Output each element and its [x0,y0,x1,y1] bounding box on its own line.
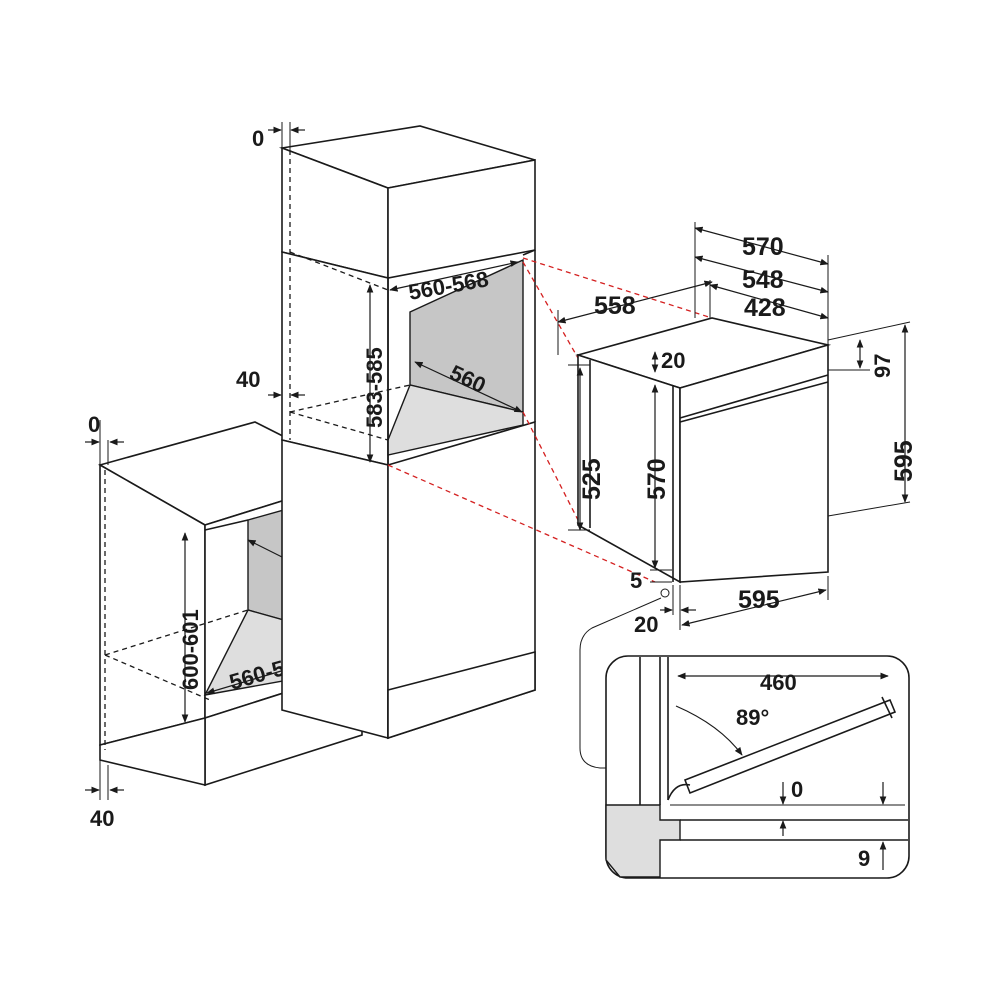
oven-front [679,343,829,583]
tall-top-gap-label: 0 [252,126,264,151]
left-bottom-gap-label: 40 [90,806,114,831]
door-detail-frame [605,655,910,879]
oven-bottom-gap-label: 5 [630,568,642,593]
door-length-label: 460 [760,670,797,695]
tall-cabinet-plinth [387,650,536,740]
oven-total-height-label: 595 [890,440,918,482]
tall-side-gap-label: 40 [236,367,260,392]
oven-depth-548-label: 548 [742,266,784,294]
oven-depth-570-label: 570 [742,233,784,261]
door-step-top-label: 0 [791,777,803,802]
door-angle-label: 89° [736,705,769,730]
tall-cavity-height-label: 583-585 [362,347,387,428]
oven [575,317,832,584]
door-step-bottom-label: 9 [858,846,870,871]
door-panel [683,698,897,795]
tall-cabinet-lower-side [281,438,389,740]
oven-width-label: 595 [738,586,780,614]
detail-callout-pointer [579,588,670,769]
left-cabinet-plinth-side [99,716,206,787]
left-top-gap-label: 0 [88,412,100,437]
oven-body-height-label: 525 [578,458,606,500]
oven-depth-428-label: 428 [744,294,786,322]
tall-cabinet-dimensions: 0 40 560-568 583-585 560 [236,122,523,463]
oven-top-offset-label: 20 [661,348,685,373]
door-detail-inset: 460 89° 0 9 [605,655,910,879]
door-detail-floor-section [605,804,681,878]
oven-depth-558-label: 558 [594,292,636,320]
oven-dimensions: 570 548 428 558 97 595 20 525 570 5 20 5 [557,222,918,637]
tall-cabinet [278,125,536,740]
oven-panel-height-label: 97 [870,354,895,378]
oven-front-offset-label: 20 [634,612,658,637]
oven-front-height-label: 570 [643,458,671,500]
left-cavity-height-label: 600-601 [178,609,203,690]
